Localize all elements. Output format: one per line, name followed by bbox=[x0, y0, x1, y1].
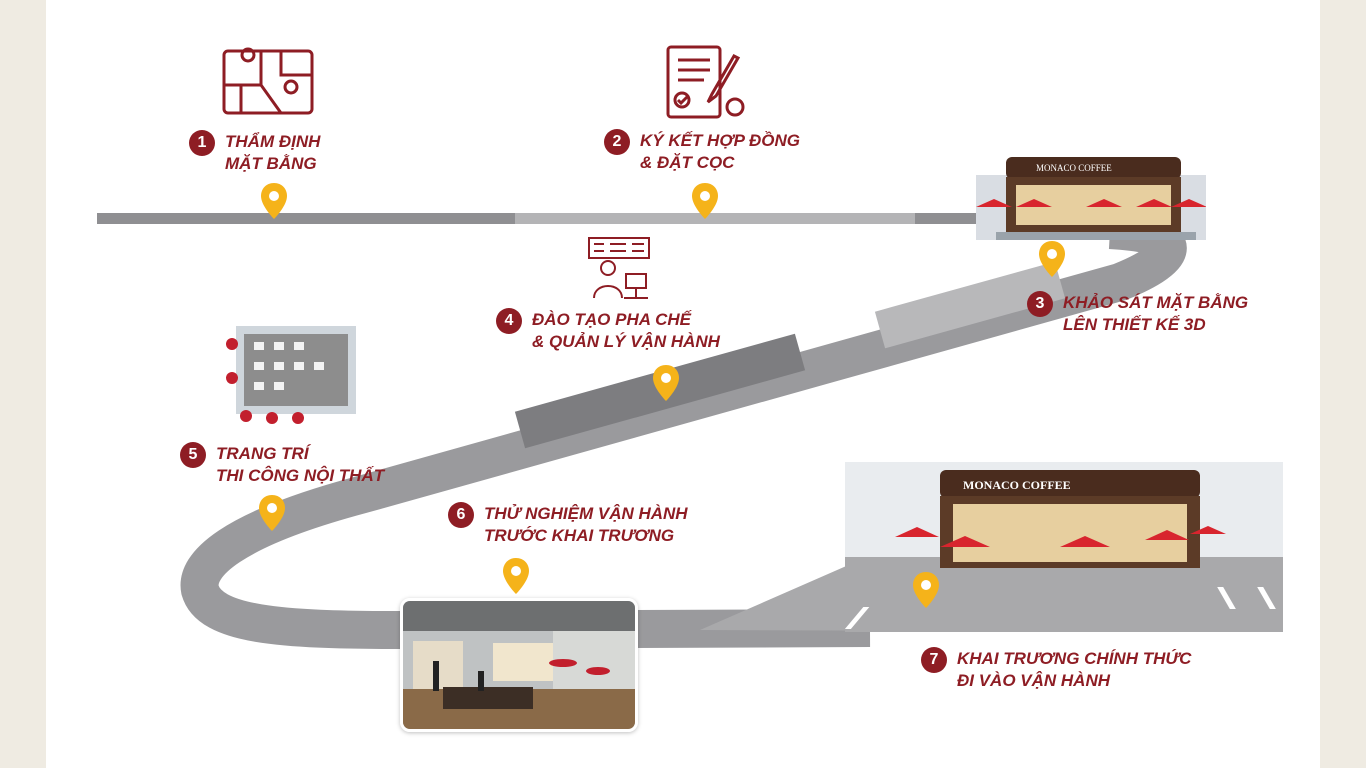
contract-icon bbox=[666, 45, 745, 119]
step-3-line2: LÊN THIẾT KẾ 3D bbox=[1063, 315, 1206, 334]
location-pin-icon bbox=[261, 183, 287, 219]
step-2-line1: KÝ KẾT HỢP ĐỒNG bbox=[640, 131, 801, 150]
floor-plan-photo bbox=[222, 320, 364, 425]
location-pin-icon bbox=[653, 365, 679, 401]
step-4-line2: & QUẢN LÝ VẬN HÀNH bbox=[532, 332, 720, 351]
step-6: 6 THỬ NGHIỆM VẬN HÀNH TRƯỚC KHAI TRƯƠNG bbox=[448, 502, 688, 547]
step-5-line2: THI CÔNG NỘI THẤT bbox=[216, 466, 385, 485]
step-7-number: 7 bbox=[921, 647, 947, 673]
step-6-line2: TRƯỚC KHAI TRƯƠNG bbox=[484, 526, 675, 545]
step-1-line2: MẶT BẰNG bbox=[225, 154, 317, 173]
step-2-line2: & ĐẶT CỌC bbox=[640, 153, 735, 172]
step-7-line2: ĐI VÀO VẬN HÀNH bbox=[957, 671, 1111, 690]
step-1-line1: THẨM ĐỊNH bbox=[225, 132, 321, 151]
store-opening-photo: MONACO COFFEE bbox=[845, 462, 1283, 632]
location-pin-icon bbox=[503, 558, 529, 594]
location-pin-icon bbox=[1039, 241, 1065, 277]
location-pin-icon bbox=[259, 495, 285, 531]
step-5-line1: TRANG TRÍ bbox=[216, 444, 309, 463]
step-2: 2 KÝ KẾT HỢP ĐỒNG & ĐẶT CỌC bbox=[604, 129, 801, 174]
cafe-interior-photo bbox=[400, 598, 638, 732]
step-1: 1 THẨM ĐỊNH MẶT BẰNG bbox=[189, 130, 321, 175]
store-sign-text: MONACO COFFEE bbox=[1036, 163, 1112, 173]
step-5: 5 TRANG TRÍ THI CÔNG NỘI THẤT bbox=[180, 442, 385, 487]
step-4: 4 ĐÀO TẠO PHA CHẾ & QUẢN LÝ VẬN HÀNH bbox=[496, 308, 720, 353]
step-7: 7 KHAI TRƯƠNG CHÍNH THỨC ĐI VÀO VẬN HÀNH bbox=[921, 647, 1192, 692]
barista-training-icon bbox=[588, 237, 650, 299]
step-5-number: 5 bbox=[180, 442, 206, 468]
step-6-line1: THỬ NGHIỆM VẬN HÀNH bbox=[484, 504, 688, 523]
step-4-number: 4 bbox=[496, 308, 522, 334]
step-4-line1: ĐÀO TẠO PHA CHẾ bbox=[532, 310, 691, 329]
store-sign-text: MONACO COFFEE bbox=[963, 478, 1071, 492]
store-3d-photo: MONACO COFFEE bbox=[976, 155, 1206, 240]
map-icon bbox=[222, 47, 314, 115]
location-pin-icon bbox=[913, 572, 939, 608]
location-pin-icon bbox=[692, 183, 718, 219]
step-3: 3 KHẢO SÁT MẶT BẰNG LÊN THIẾT KẾ 3D bbox=[1027, 291, 1249, 336]
step-7-line1: KHAI TRƯƠNG CHÍNH THỨC bbox=[957, 649, 1192, 668]
step-2-number: 2 bbox=[604, 129, 630, 155]
step-3-line1: KHẢO SÁT MẶT BẰNG bbox=[1063, 293, 1249, 312]
step-1-number: 1 bbox=[189, 130, 215, 156]
step-6-number: 6 bbox=[448, 502, 474, 528]
step-3-number: 3 bbox=[1027, 291, 1053, 317]
